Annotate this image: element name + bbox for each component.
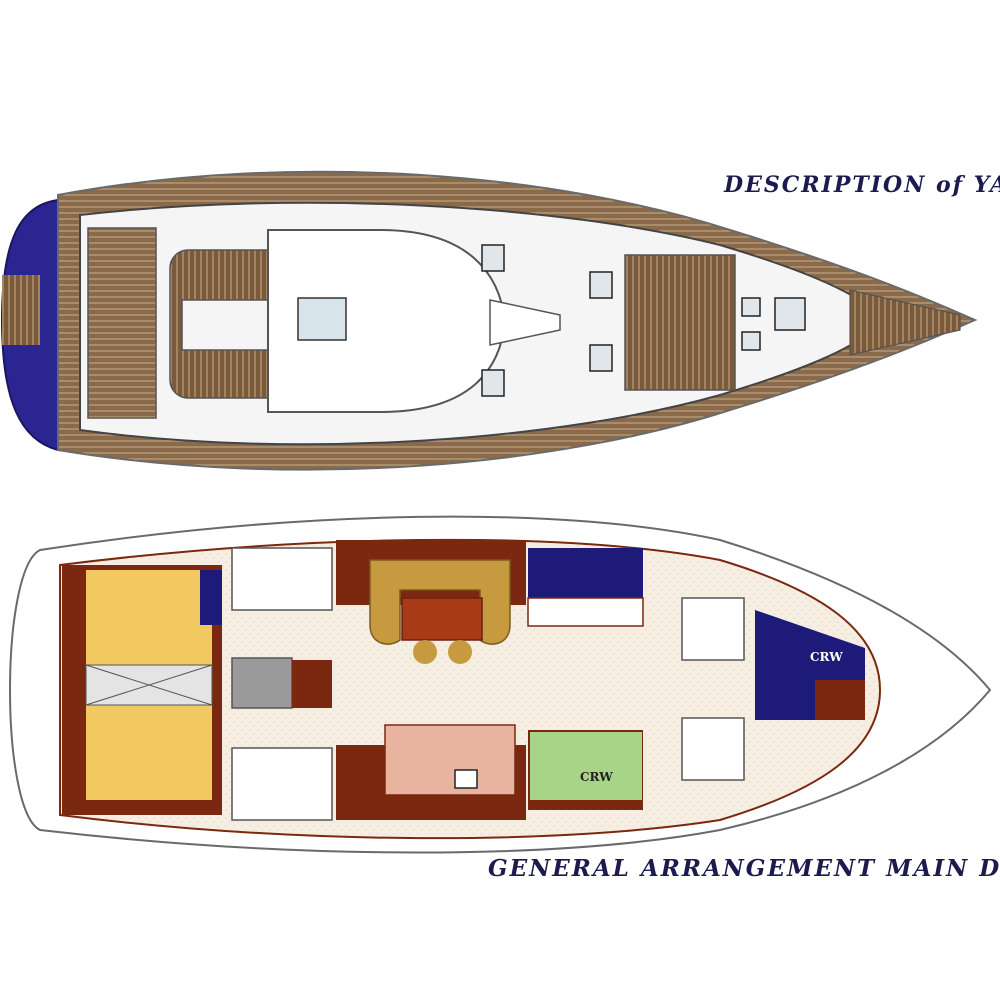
deck-hatch xyxy=(741,331,761,351)
aft-cabin-navy-locker xyxy=(200,570,222,625)
galley-stove xyxy=(454,769,478,789)
main-deck-plan xyxy=(9,515,992,854)
galley-work-surface xyxy=(384,724,516,796)
crew-berth-green xyxy=(530,732,642,800)
forepeak-crew-berth xyxy=(815,680,865,720)
aft-berth-cross xyxy=(85,664,213,706)
saloon-stool xyxy=(448,640,472,664)
crew-label-forepeak: CRW xyxy=(810,650,843,664)
companionway-steps xyxy=(292,660,332,708)
companionway-stairs xyxy=(231,657,293,709)
saloon-sofa xyxy=(369,559,511,645)
deck-hatch xyxy=(774,297,806,331)
aft-berth-mattress-starboard xyxy=(86,705,212,800)
forward-head-port xyxy=(681,597,745,661)
deck-hatch xyxy=(741,297,761,317)
deck-plan xyxy=(0,170,978,471)
aft-head-port xyxy=(231,547,333,611)
forward-cabin-port-floor xyxy=(527,597,644,627)
aft-head-starboard xyxy=(231,747,333,821)
saloon-table xyxy=(401,597,483,641)
cockpit-teak xyxy=(87,227,157,419)
deck-hatch xyxy=(589,344,613,372)
bow-anchor-area xyxy=(849,289,961,356)
companionway-hatch xyxy=(297,297,347,341)
heading-general-arrangement: GENERAL ARRANGEMENT MAIN D xyxy=(488,855,1000,882)
saloon-stool xyxy=(413,640,437,664)
deck-hatch xyxy=(481,244,505,272)
heading-description: DESCRIPTION of YA xyxy=(724,172,1000,198)
crew-label-starboard: CRW xyxy=(580,770,613,784)
aft-berth-mattress-port xyxy=(86,570,212,665)
stern-swim-platform xyxy=(2,275,40,345)
forward-head-starboard xyxy=(681,717,745,781)
deck-hatch xyxy=(589,271,613,299)
mast-base xyxy=(489,299,561,346)
deck-hatch xyxy=(481,369,505,397)
foredeck-teak xyxy=(624,254,736,391)
